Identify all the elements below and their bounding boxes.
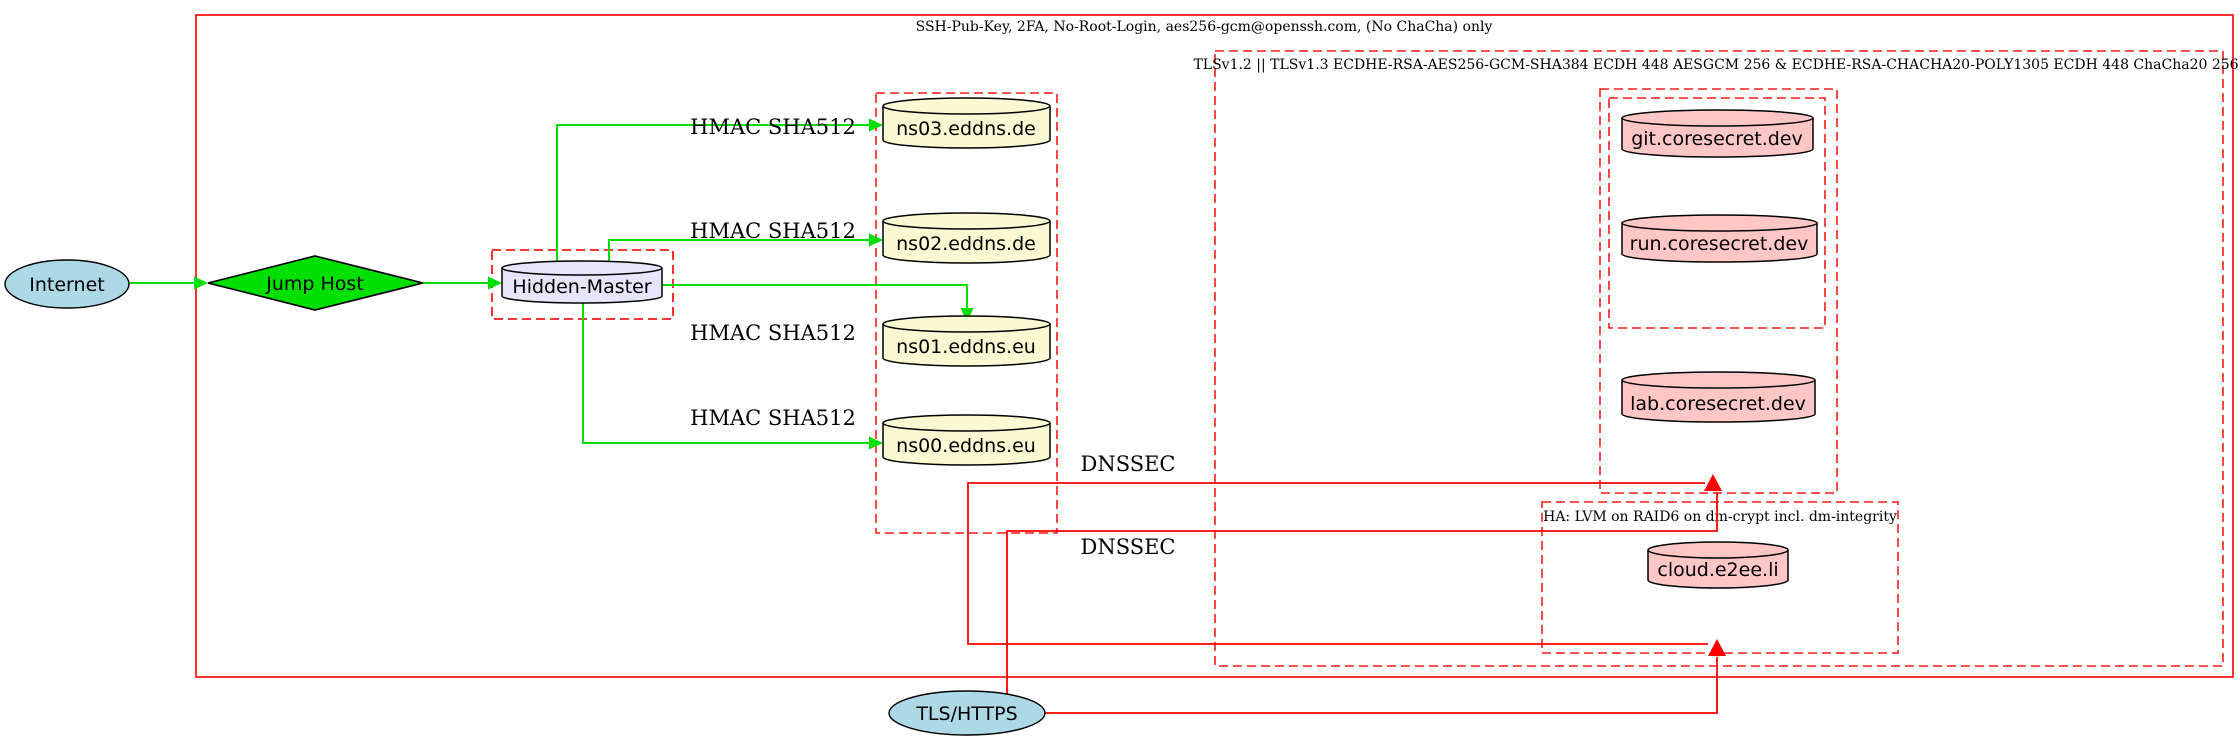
ns02-node: ns02.eddns.de <box>882 212 1051 264</box>
ha-cluster-box <box>1541 501 1899 654</box>
cloud-node: cloud.e2ee.li <box>1647 541 1789 589</box>
web-cluster-outer-box <box>1599 88 1838 494</box>
ns02-node-label: ns02.eddns.de <box>896 233 1036 255</box>
red-edges <box>967 482 1718 714</box>
ns03-node-label: ns03.eddns.de <box>896 118 1036 140</box>
edge-master-ns03 <box>556 124 869 261</box>
edge-label-dnssec-2: DNSSEC <box>1080 535 1175 559</box>
tls-https-node-label: TLS/HTTPS <box>915 703 1017 725</box>
edge-label-hmac-ns01: HMAC SHA512 <box>690 321 856 345</box>
edge-master-ns00 <box>582 303 869 444</box>
perimeter-box-label: SSH-Pub-Key, 2FA, No-Root-Login, aes256-… <box>916 19 1493 35</box>
cloud-node-label: cloud.e2ee.li <box>1657 559 1778 581</box>
internet-node: Internet <box>4 259 130 309</box>
edge-tlshttps-web <box>1006 492 1718 694</box>
ha-cluster-label: HA: LVM on RAID6 on dm-crypt incl. dm-in… <box>1543 509 1897 525</box>
arrowhead-right-icon <box>488 276 502 290</box>
edge-master-ns01 <box>662 284 968 308</box>
edge-master-ns02 <box>608 239 869 261</box>
arrowhead-right-icon <box>869 233 883 247</box>
ns03-node: ns03.eddns.de <box>882 97 1051 149</box>
edge-dns-ha-dnssec <box>967 533 1708 645</box>
arrowhead-up-icon <box>1708 639 1726 656</box>
web-cluster-inner-box <box>1608 97 1826 329</box>
arrowhead-right-icon <box>869 436 883 450</box>
perimeter-box <box>195 14 2234 678</box>
internet-node-label: Internet <box>29 274 104 296</box>
tls-https-node: TLS/HTTPS <box>888 690 1046 736</box>
tls-cluster-box <box>1214 50 2224 667</box>
hidden-master-node: Hidden-Master <box>501 260 663 304</box>
green-arrowheads <box>194 118 974 450</box>
ns00-node: ns00.eddns.eu <box>882 414 1051 466</box>
lab-node: lab.coresecret.dev <box>1621 371 1816 423</box>
git-node: git.coresecret.dev <box>1621 109 1814 158</box>
ns01-node-label: ns01.eddns.eu <box>896 336 1036 358</box>
red-arrowheads <box>1704 474 1726 656</box>
dns-cluster-box <box>875 92 1058 534</box>
tls-cluster-label: TLSv1.2 || TLSv1.3 ECDHE-RSA-AES256-GCM-… <box>1193 57 2238 73</box>
edge-dns-web-dnssec <box>967 482 1705 533</box>
green-edges <box>130 124 968 444</box>
edge-label-dnssec-1: DNSSEC <box>1080 452 1175 476</box>
hidden-master-node-label: Hidden-Master <box>512 276 651 298</box>
jump-host-node: Jump Host <box>207 255 424 311</box>
arrowhead-up-icon <box>1704 474 1722 491</box>
arrowhead-right-icon <box>869 118 883 132</box>
arrowhead-right-icon <box>194 276 208 290</box>
run-node-label: run.coresecret.dev <box>1630 233 1809 255</box>
edge-label-hmac-ns03: HMAC SHA512 <box>690 115 856 139</box>
arrowhead-down-icon <box>960 308 974 322</box>
ns01-node: ns01.eddns.eu <box>882 315 1051 367</box>
ns00-node-label: ns00.eddns.eu <box>896 435 1036 457</box>
lab-node-label: lab.coresecret.dev <box>1630 393 1806 415</box>
git-node-label: git.coresecret.dev <box>1631 128 1803 150</box>
edge-label-hmac-ns02: HMAC SHA512 <box>690 219 856 243</box>
run-node: run.coresecret.dev <box>1621 214 1818 263</box>
edge-tlshttps-ha <box>1045 657 1718 714</box>
jump-host-node-label: Jump Host <box>265 273 364 295</box>
edge-label-hmac-ns00: HMAC SHA512 <box>690 406 856 430</box>
